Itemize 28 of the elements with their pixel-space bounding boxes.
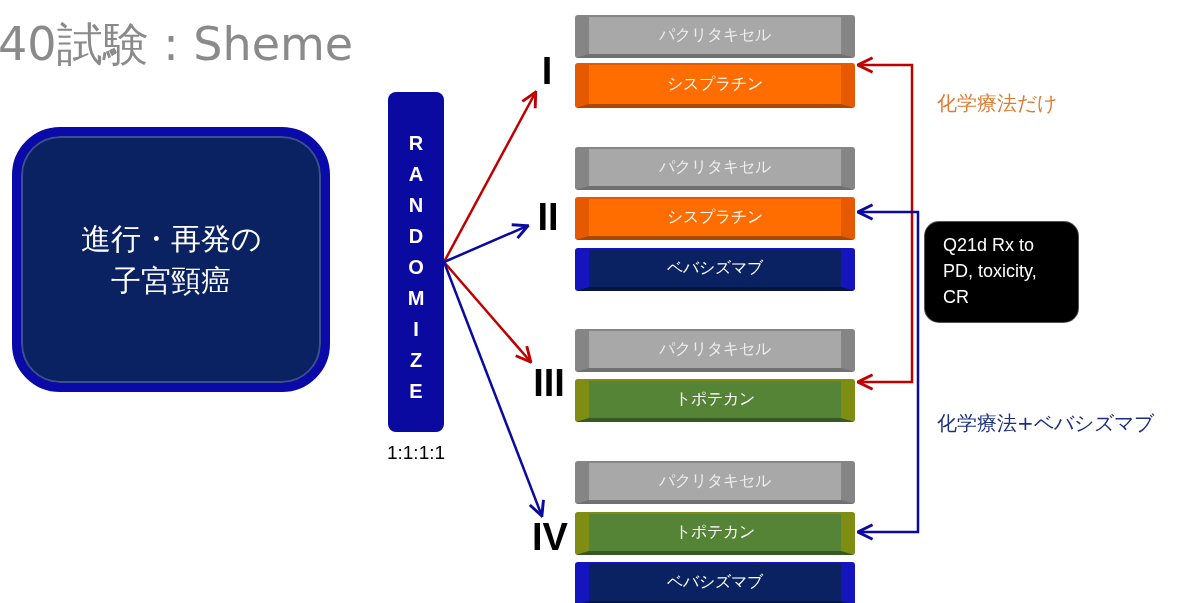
drug-bar: トポテカン	[575, 379, 855, 422]
drug-bar: トポテカン	[575, 512, 855, 555]
arrow	[442, 90, 538, 263]
drug-bar: パクリタキセル	[575, 461, 855, 504]
title: 40試験 : Sheme	[0, 16, 354, 73]
drug-bar: パクリタキセル	[575, 147, 855, 190]
randomize-bar	[388, 92, 444, 432]
drug-bar: パクリタキセル	[575, 329, 855, 372]
note-box: Q21d Rx to PD, toxicity, CR	[925, 222, 1078, 322]
arm-group-label: 化学療法だけ	[937, 90, 1057, 117]
patient-box: 進行・再発の子宮頸癌	[12, 127, 330, 392]
arrow	[856, 203, 920, 541]
arm-numeral: II	[528, 196, 568, 238]
arm-numeral: IV	[526, 516, 574, 558]
arrow	[442, 261, 545, 518]
arm-group-label: 化学療法+ベバシズマブ	[937, 410, 1154, 437]
drug-bar: ベバシズマブ	[575, 248, 855, 291]
drug-bar: ベバシズマブ	[575, 562, 855, 603]
arm-numeral: III	[526, 362, 572, 404]
drug-bar: シスプラチン	[575, 197, 855, 240]
arrow	[443, 261, 533, 364]
randomize-label: RANDOMIZE	[404, 132, 428, 411]
arrow	[443, 223, 530, 264]
arrow	[856, 56, 914, 391]
drug-bar: パクリタキセル	[575, 15, 855, 58]
ratio-label: 1:1:1:1	[385, 442, 447, 464]
arm-numeral: I	[532, 50, 562, 92]
drug-bar: シスプラチン	[575, 63, 855, 108]
